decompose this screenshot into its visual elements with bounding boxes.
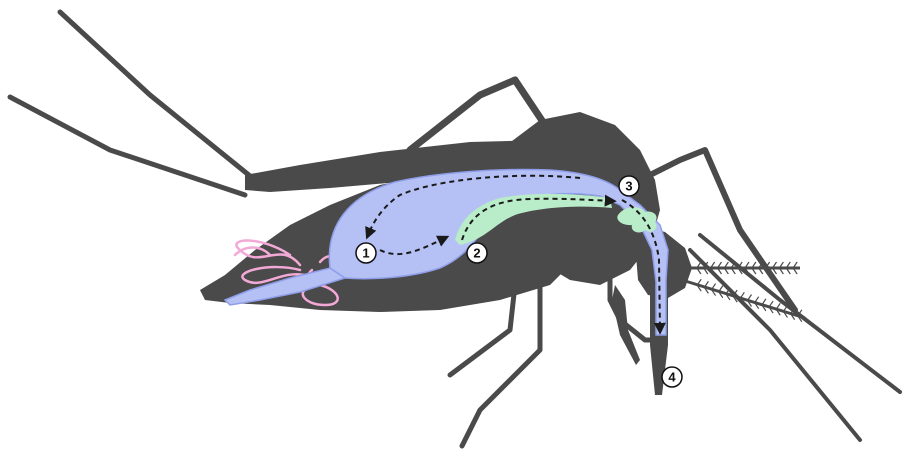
- marker-4: 4: [662, 367, 682, 387]
- marker-3: 3: [619, 176, 639, 196]
- marker-1-label: 1: [362, 246, 369, 261]
- palp: [612, 285, 640, 365]
- mosquito-body: [200, 112, 805, 395]
- marker-1: 1: [356, 243, 376, 263]
- marker-3-label: 3: [625, 179, 632, 194]
- marker-2: 2: [467, 243, 487, 263]
- marker-4-label: 4: [668, 370, 676, 385]
- hind-leg-long: [60, 12, 255, 180]
- marker-2-label: 2: [473, 246, 480, 261]
